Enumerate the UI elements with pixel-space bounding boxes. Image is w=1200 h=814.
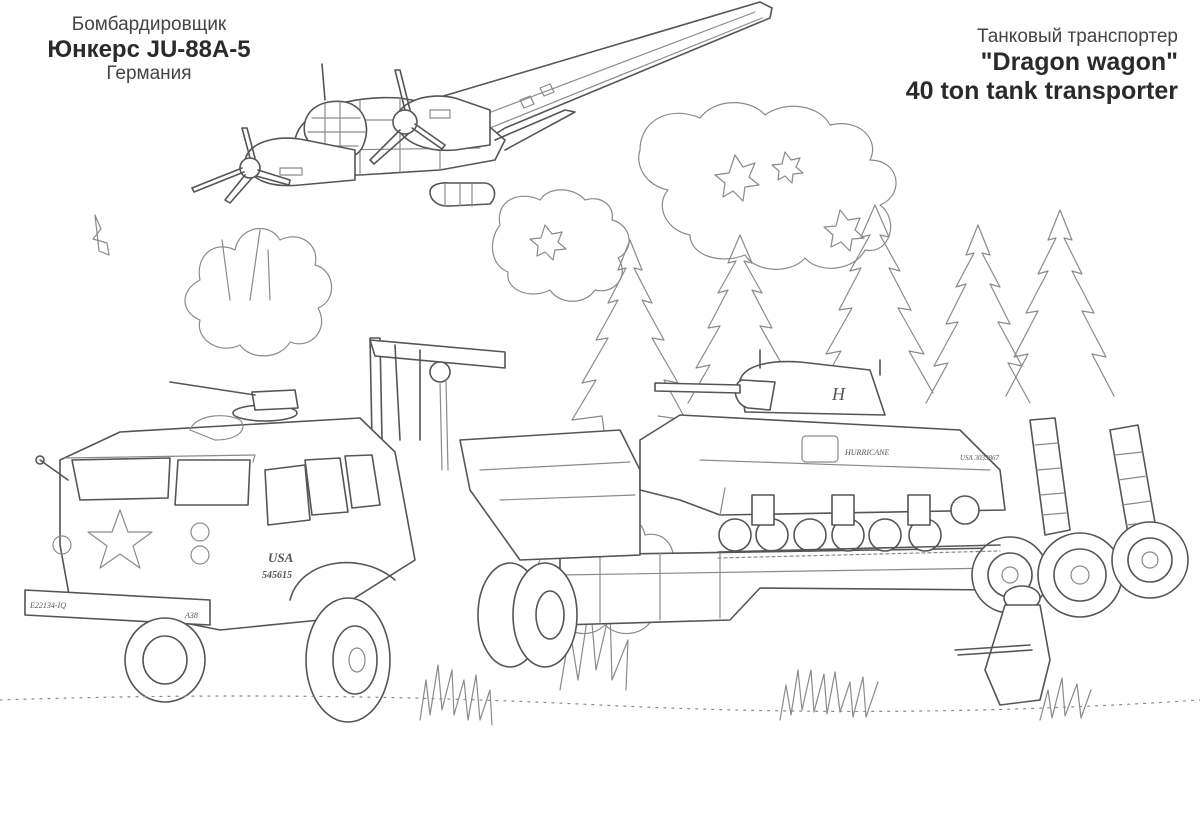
- cloud-large-right: [638, 102, 897, 270]
- explosion-cloud-left: [92, 214, 333, 357]
- aircraft-category: Бомбардировщик: [71, 14, 227, 35]
- tank-serial-marking: USA 3033867: [960, 454, 999, 462]
- pine-trees: [571, 204, 1115, 447]
- transporter-caption: Танковый транспортер "Dragon wagon" 40 t…: [906, 26, 1178, 105]
- grass: [0, 664, 1200, 726]
- truck-bumper-right-marking: A38: [184, 611, 198, 620]
- truck-bumper-left-marking: E22134-IQ: [29, 601, 66, 610]
- transporter-category: Танковый транспортер: [976, 26, 1178, 47]
- transporter-description: 40 ton tank transporter: [905, 76, 1178, 105]
- truck-usa-marking: USA: [268, 550, 294, 565]
- dragon-wagon-truck: E22134-IQ A38 USA 545615: [24, 337, 578, 723]
- aircraft-name: Юнкерс JU-88A-5: [47, 35, 251, 63]
- truck-serial-marking: 545615: [262, 570, 292, 581]
- cloud-medium-left: [491, 189, 630, 302]
- sherman-tank: HURRICANE USA 3033867 H: [639, 349, 1006, 559]
- transporter-name: "Dragon wagon": [980, 47, 1178, 76]
- ju88-bomber-aircraft: [191, 1, 773, 207]
- aircraft-country: Германия: [106, 63, 192, 85]
- tank-transporter-trailer: [459, 417, 1189, 626]
- tank-turret-marking: H: [831, 384, 846, 404]
- tank-name-marking: HURRICANE: [844, 448, 890, 457]
- aircraft-caption: Бомбардировщик Юнкерс JU-88A-5 Германия: [22, 14, 276, 85]
- kneeling-soldier: [954, 585, 1051, 706]
